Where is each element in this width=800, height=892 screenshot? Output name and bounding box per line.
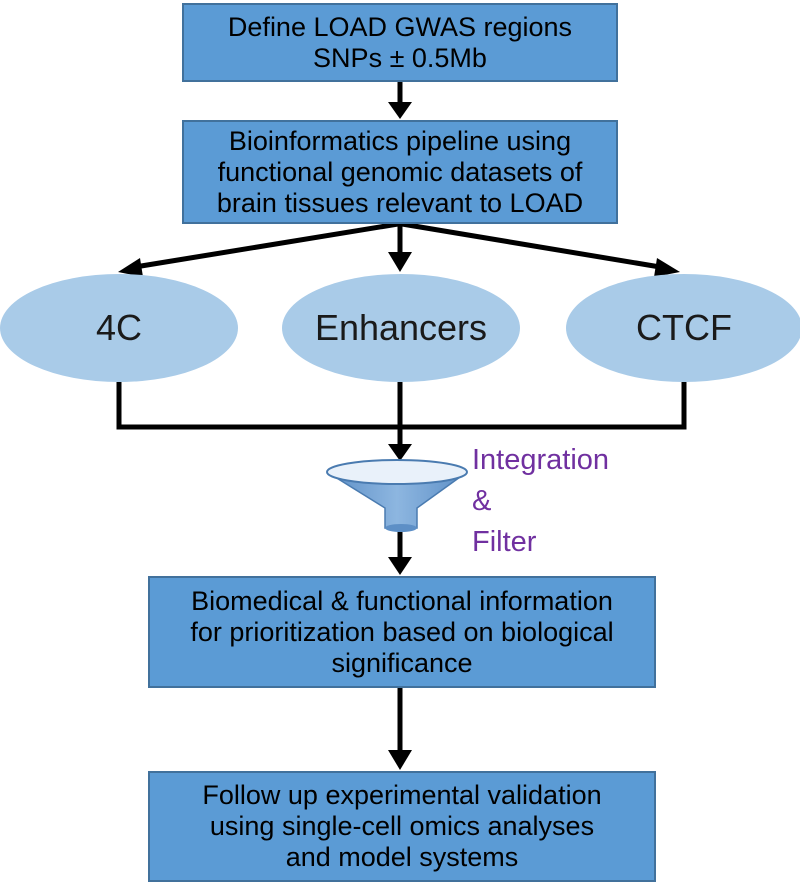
step-biomedical-line-2: for prioritization based on biological [190,616,614,647]
integration-filter-label: Integration & Filter [472,440,609,563]
step-bioinformatics-line-3: brain tissues relevant to LOAD [216,187,584,218]
step-followup-line-3: and model systems [285,842,519,872]
step-followup-line-2: using single-cell omics analyses [209,811,595,841]
arrow-bioinformatics-to-ctcf [401,221,680,277]
step-bioinformatics-line-2: functional genomic datasets of [217,156,583,187]
step-biomedical-prioritization: Biomedical & functional information for … [148,576,656,688]
merge-bracket [116,382,687,461]
step-define-line-2: SNPs ± 0.5Mb [313,42,487,73]
dataset-ctcf: CTCF [566,274,800,382]
dataset-enhancers-label: Enhancers [314,307,488,348]
arrow-define-to-bioinformatics [388,82,412,119]
filter-label-line-1: Integration [472,444,610,476]
dataset-ctcf-label: CTCF [636,307,732,348]
arrow-biomedical-to-followup [388,688,412,770]
funnel-icon [326,459,468,532]
step-bioinformatics-line-1: Bioinformatics pipeline using [228,125,572,156]
filter-label-line-3: Filter [472,526,537,558]
step-biomedical-line-1: Biomedical & functional information [191,585,613,616]
arrow-bioinformatics-to-4c [118,221,399,277]
step-define-regions: Define LOAD GWAS regions SNPs ± 0.5Mb [182,3,618,82]
filter-label-line-2: & [472,485,492,517]
arrow-bioinformatics-to-enhancers [388,224,412,272]
arrow-filter-to-biomedical [388,532,412,575]
dataset-4c: 4C [0,274,238,382]
step-followup-validation: Follow up experimental validation using … [148,771,656,882]
step-bioinformatics-pipeline: Bioinformatics pipeline using functional… [182,120,618,224]
step-followup-line-1: Follow up experimental validation [202,780,602,810]
dataset-enhancers: Enhancers [282,274,520,382]
dataset-4c-label: 4C [95,307,143,348]
step-biomedical-line-3: significance [331,647,473,678]
step-define-line-1: Define LOAD GWAS regions [227,11,573,42]
